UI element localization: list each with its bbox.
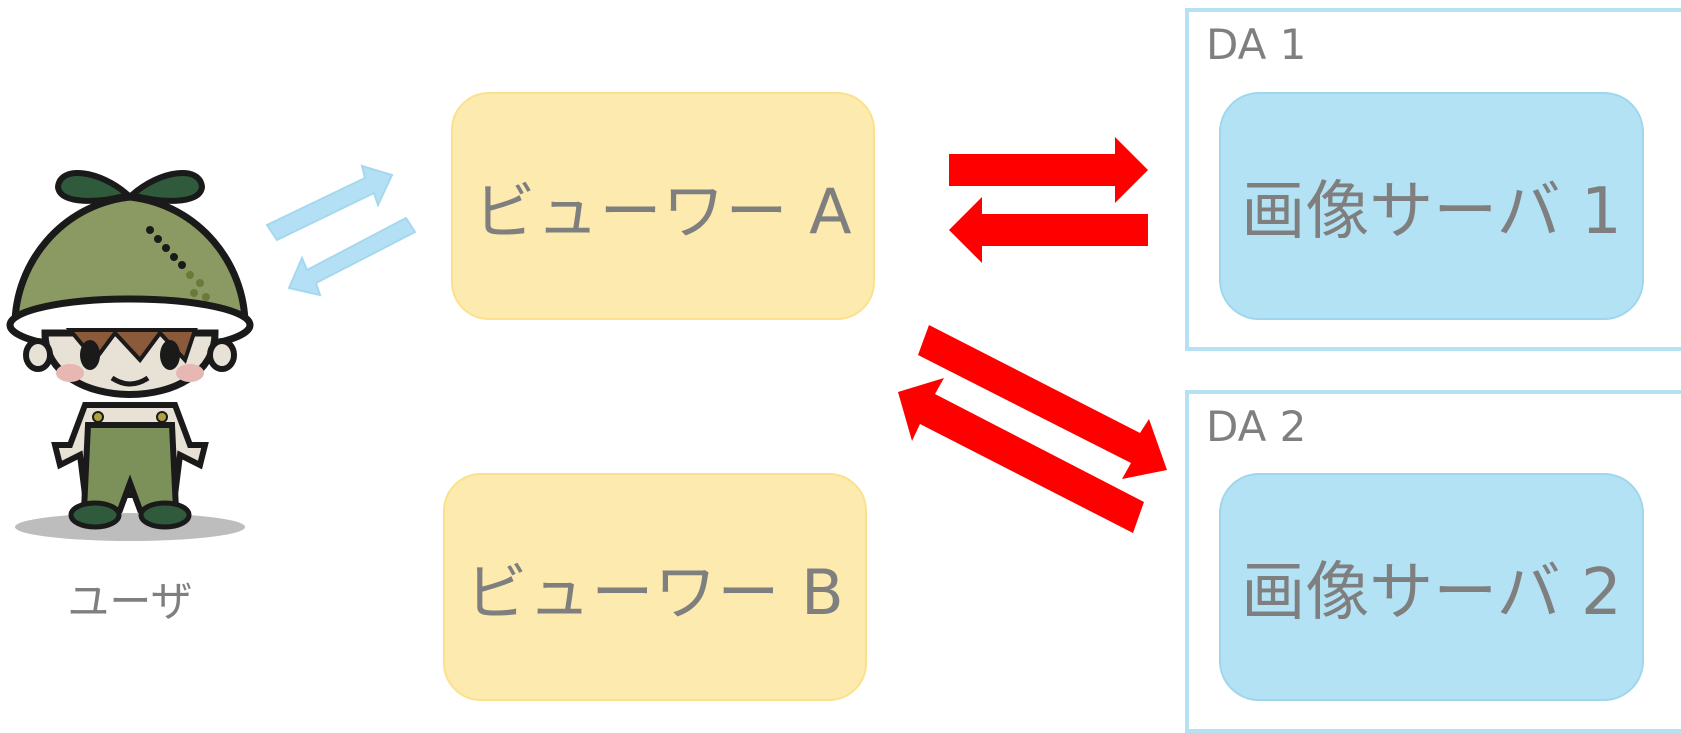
viewer-a-label: ビューワー A xyxy=(473,175,853,248)
viewer-to-user-arrow xyxy=(287,216,417,297)
image-server-2-box: 画像サーバ 2 xyxy=(1219,473,1644,701)
user-label: ユーザ xyxy=(67,577,193,626)
da-1-frame xyxy=(1185,8,1681,351)
user-to-viewer-arrow xyxy=(265,164,394,242)
image-server-1-label: 画像サーバ 1 xyxy=(1241,175,1622,249)
viewer-b-label: ビューワー B xyxy=(465,556,845,629)
server-1-to-viewer-a-arrow xyxy=(949,197,1148,263)
da-2-label: DA 2 xyxy=(1206,402,1307,451)
image-server-1-box: 画像サーバ 1 xyxy=(1219,92,1644,320)
image-server-2-label: 画像サーバ 2 xyxy=(1241,556,1622,630)
viewer-a-to-server-1-arrow xyxy=(949,137,1148,203)
user-mascot-icon xyxy=(6,170,254,541)
viewer-a-to-server-2-arrow xyxy=(918,325,1167,479)
da-1-label: DA 1 xyxy=(1206,20,1307,69)
viewer-b-box: ビューワー B xyxy=(443,473,867,701)
server-2-to-viewer-a-arrow xyxy=(898,378,1144,533)
viewer-a-box: ビューワー A xyxy=(451,92,875,320)
